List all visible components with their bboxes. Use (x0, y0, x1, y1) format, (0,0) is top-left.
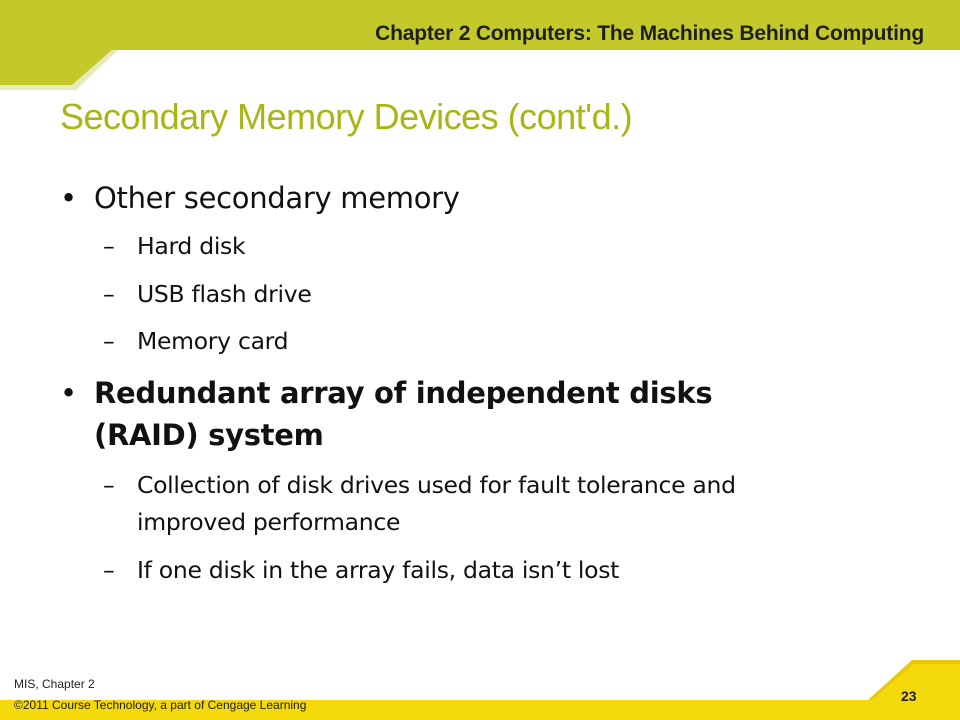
dash-marker: – (103, 280, 115, 308)
sub-item-text: Hard disk (137, 232, 246, 260)
slide-title: Secondary Memory Devices (cont'd.) (60, 96, 633, 137)
dash-marker: – (103, 556, 115, 584)
sub-item-text-line1: Collection of disk drives used for fault… (137, 471, 736, 499)
bullet-text-line2: (RAID) system (94, 418, 324, 452)
page-number: 23 (901, 688, 917, 704)
dash-marker: – (103, 471, 115, 499)
footer-copyright: ©2011 Course Technology, a part of Cenga… (14, 698, 307, 712)
sub-item-text: USB flash drive (137, 280, 312, 308)
sub-item-text: Memory card (137, 327, 289, 355)
sub-item-text: If one disk in the array fails, data isn… (137, 556, 620, 584)
bullet-text-line1: Redundant array of independent disks (94, 376, 713, 410)
dash-marker: – (103, 232, 115, 260)
bullet-marker: • (60, 376, 77, 410)
dash-marker: – (103, 327, 115, 355)
top-accent-band (0, 0, 960, 85)
chapter-title: Chapter 2 Computers: The Machines Behind… (375, 22, 924, 45)
bullet-text: Other secondary memory (94, 181, 460, 215)
bottom-accent-edge (868, 660, 960, 700)
top-accent-shadow (0, 50, 118, 90)
bullet-marker: • (60, 181, 77, 215)
bottom-accent-band (0, 662, 960, 720)
sub-item-text-line2: improved performance (137, 508, 401, 536)
footer-course-label: MIS, Chapter 2 (14, 677, 95, 691)
